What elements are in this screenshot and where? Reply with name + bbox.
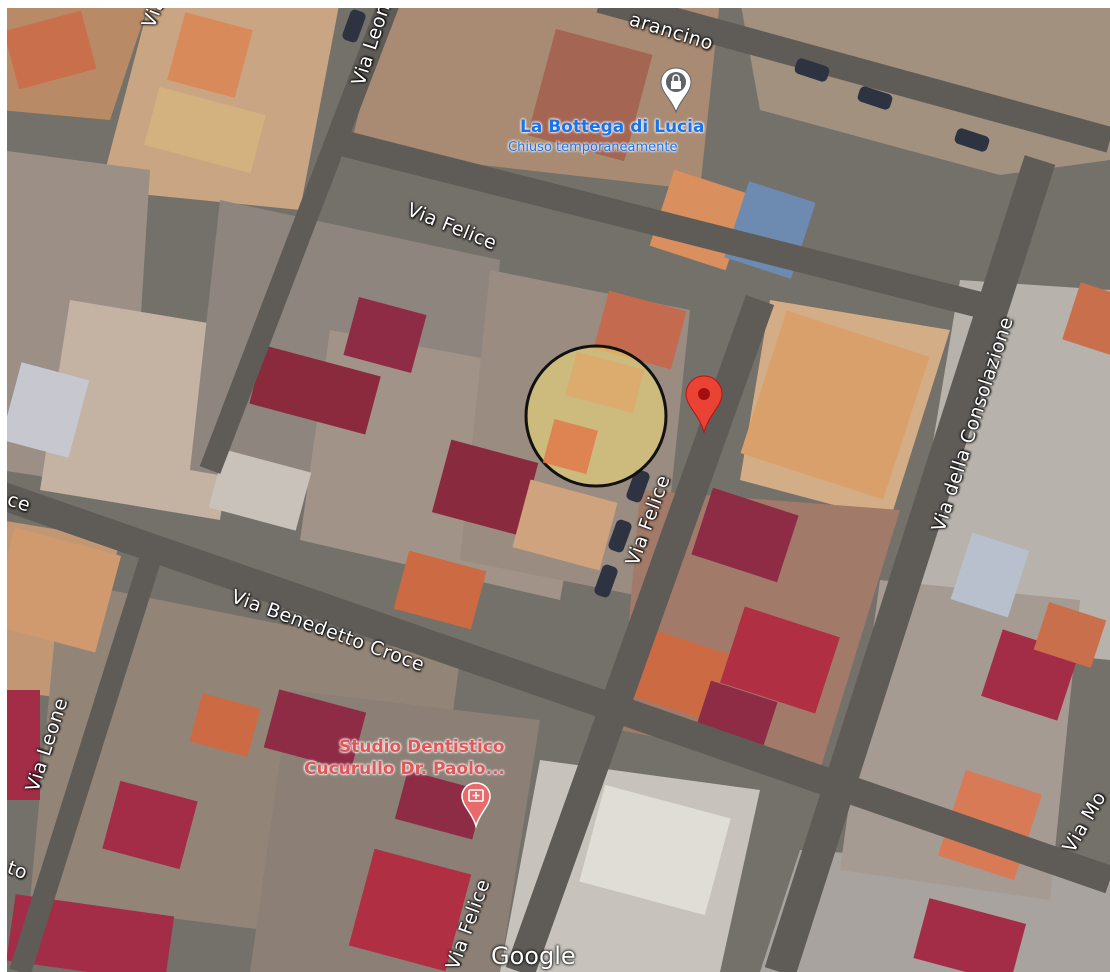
- shopping-bag-icon[interactable]: [660, 67, 692, 114]
- place-name-studio-dentistico-line2[interactable]: Cucurullo Dr. Paolo...: [304, 759, 505, 779]
- place-status-chiuso-temporaneamente: Chiuso temporaneamente: [508, 140, 678, 155]
- highlight-circle[interactable]: [524, 344, 668, 488]
- google-attribution: Google: [491, 942, 576, 970]
- place-name-studio-dentistico-line1[interactable]: Studio Dentistico: [339, 737, 505, 757]
- medical-icon[interactable]: [461, 782, 491, 829]
- roof-details: [0, 10, 1110, 972]
- map-pin-icon[interactable]: [685, 375, 723, 434]
- place-name-la-bottega-di-lucia[interactable]: La Bottega di Lucia: [520, 117, 705, 137]
- parked-cars: [342, 9, 990, 598]
